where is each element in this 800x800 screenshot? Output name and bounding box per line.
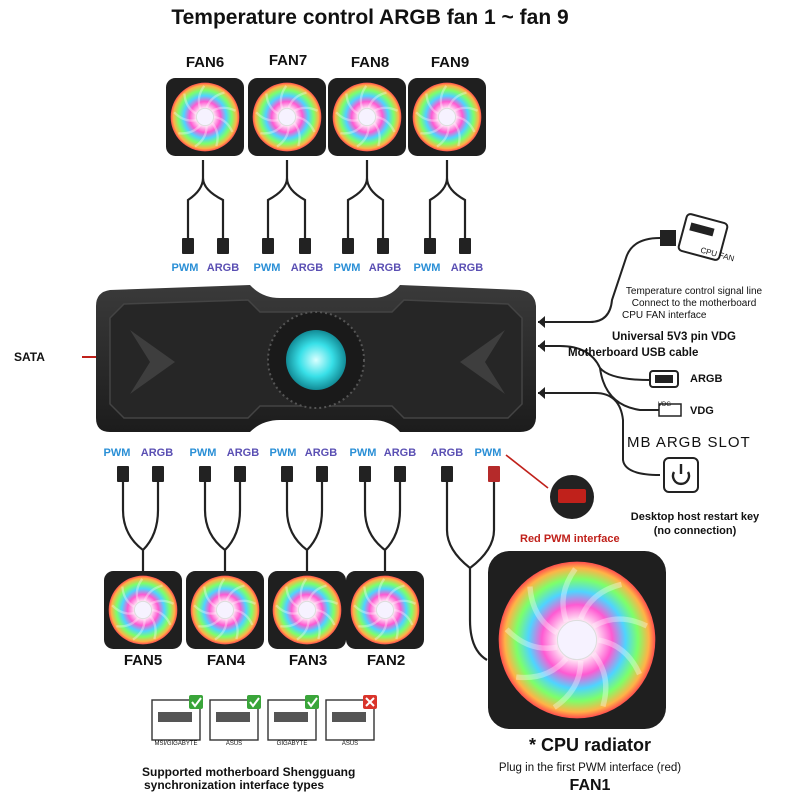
vdg-label: VDG — [690, 405, 714, 417]
note-line: Connect to the motherboard — [631, 298, 757, 309]
vdg-plug-text: VDG — [658, 402, 672, 408]
note-line: Temperature control signal line — [625, 286, 763, 297]
connector-label: PWM — [189, 447, 217, 459]
motherboard-icons — [151, 695, 377, 741]
fan-label: FAN5 — [123, 652, 163, 669]
usb-cable-label: Motherboard USB cable — [568, 347, 699, 359]
caption-line: synchronization interface types — [144, 778, 325, 792]
argb-plug-icon — [649, 370, 679, 388]
mb-brand: MSI/GIGABYTE — [154, 741, 198, 747]
connector-label: ARGB — [383, 447, 417, 459]
check-icon — [189, 695, 203, 709]
page-title: Temperature control ARGB fan 1 ~ fan 9 — [171, 6, 569, 29]
vdg-title: Universal 5V3 pin VDG — [612, 331, 736, 343]
argb-label: ARGB — [690, 373, 723, 385]
cpu-fan-plug-icon — [660, 213, 729, 261]
fan-label: FAN7 — [268, 52, 308, 69]
mb-argb-slot-label: MB ARGB SLOT — [627, 434, 751, 451]
bottom-wires — [121, 478, 496, 661]
check-icon — [305, 695, 319, 709]
top-wires — [186, 160, 467, 238]
connector-label: PWM — [413, 262, 441, 274]
connector-label: ARGB — [206, 262, 240, 274]
connector-label: ARGB — [226, 447, 260, 459]
connector-label: ARGB — [290, 262, 324, 274]
mb-brand: ASUS — [225, 741, 243, 747]
connector-label: ARGB — [140, 447, 174, 459]
connector-label: PWM — [349, 447, 377, 459]
top-fan — [166, 78, 244, 156]
fan-label: FAN8 — [350, 54, 390, 71]
connector-label: PWM — [171, 262, 199, 274]
mb-brand: GIGABYTE — [276, 741, 308, 747]
cpu-radiator-fan — [488, 551, 666, 729]
cpu-radiator-label: * CPU radiator — [528, 735, 652, 755]
bottom-fan — [104, 571, 182, 649]
note-line: (no connection) — [653, 525, 737, 537]
restart-note: Desktop host restart key (no connection) — [610, 510, 780, 538]
red-pwm-label: Red PWM interface — [520, 533, 620, 545]
fan1-label: FAN1 — [569, 777, 611, 794]
note-line: CPU FAN interface — [622, 310, 707, 321]
fan-label: FAN9 — [430, 54, 470, 71]
plug-note: Plug in the first PWM interface (red) — [498, 762, 682, 774]
bottom-fan — [186, 571, 264, 649]
fan-label: FAN2 — [366, 652, 406, 669]
connector-label: PWM — [103, 447, 131, 459]
hub-controller — [96, 285, 536, 432]
restart-key-icon — [663, 457, 699, 493]
mb-brand: ASUS — [341, 741, 359, 747]
note-line: Desktop host restart key — [630, 511, 760, 523]
connector-label: PWM — [474, 447, 502, 459]
connector-label: ARGB — [450, 262, 484, 274]
mb-caption: Supported motherboard Shengguang synchro… — [142, 766, 355, 792]
top-fan — [408, 78, 486, 156]
caption-line: Supported motherboard Shengguang — [142, 765, 356, 779]
fan-label: FAN3 — [288, 652, 328, 669]
connector-label: PWM — [269, 447, 297, 459]
bottom-fan — [268, 571, 346, 649]
fan-label: FAN6 — [185, 54, 225, 71]
bottom-fan — [346, 571, 424, 649]
vdg-plug-icon — [658, 403, 682, 417]
connector-label: PWM — [253, 262, 281, 274]
check-icon — [247, 695, 261, 709]
signal-line-note: Temperature control signal line Connect … — [614, 286, 774, 322]
connector-label: ARGB — [430, 447, 464, 459]
fan-label: FAN4 — [206, 652, 246, 669]
connector-label: PWM — [333, 262, 361, 274]
top-fan — [328, 78, 406, 156]
sata-label: SATA — [14, 350, 45, 364]
connector-label: ARGB — [368, 262, 402, 274]
connector-label: ARGB — [304, 447, 338, 459]
top-fan — [248, 78, 326, 156]
